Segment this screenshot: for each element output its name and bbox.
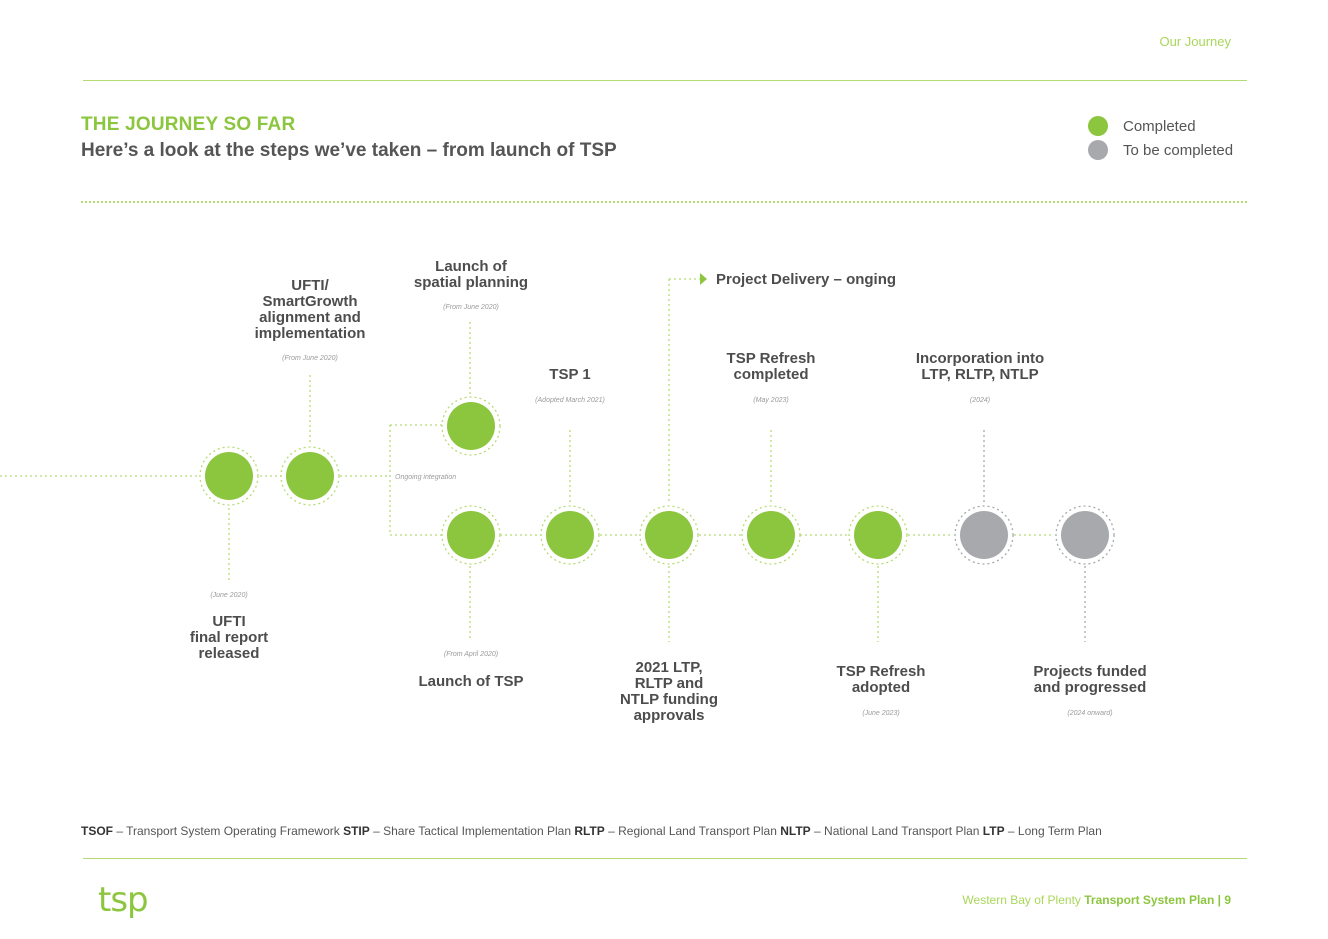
milestone-node-pending bbox=[1055, 505, 1115, 565]
footnote-abbr: LTP bbox=[982, 824, 1005, 838]
pending-legend-dot bbox=[1088, 140, 1108, 160]
footnote-text: – National Land Transport Plan bbox=[810, 824, 983, 838]
footnote-text: – Long Term Plan bbox=[1004, 824, 1102, 838]
milestone-node bbox=[199, 446, 259, 506]
delivery-label: Project Delivery – onging bbox=[716, 271, 897, 288]
milestone-label: UFTI final report released bbox=[189, 613, 269, 662]
milestone-date: (June 2020) bbox=[210, 592, 248, 599]
page-subtitle: Here’s a look at the steps we’ve taken –… bbox=[81, 140, 617, 161]
milestone-label: TSP Refresh completed bbox=[726, 350, 816, 383]
milestone-node bbox=[540, 505, 600, 565]
milestone-date: (Adopted March 2021) bbox=[535, 397, 605, 404]
page-title: THE JOURNEY SO FAR bbox=[81, 114, 296, 135]
footer-title: Western Bay of Plenty Transport System P… bbox=[962, 893, 1231, 907]
pending-legend-label: To be completed bbox=[1123, 142, 1234, 159]
integration-label: Ongoing integration bbox=[395, 474, 457, 481]
milestone-date: (From April 2020) bbox=[443, 651, 499, 658]
section-label: Our Journey bbox=[1159, 34, 1231, 49]
footer-plan-title: Transport System Plan bbox=[1084, 893, 1215, 907]
milestone-node bbox=[280, 446, 340, 506]
milestone-label: UFTI/ SmartGrowth alignment and implemen… bbox=[254, 277, 366, 342]
milestone-date: (From June 2020) bbox=[282, 355, 338, 362]
milestone-date: (2024 onward) bbox=[1067, 710, 1113, 717]
footnote-text: – Share Tactical Implementation Plan bbox=[369, 824, 575, 838]
milestone-date: (2024) bbox=[969, 397, 991, 404]
completed-legend-dot bbox=[1088, 116, 1108, 136]
heading-divider bbox=[81, 201, 1247, 203]
milestone-node bbox=[441, 396, 501, 456]
footnote-text: – Regional Land Transport Plan bbox=[604, 824, 781, 838]
milestone-node bbox=[848, 505, 908, 565]
milestone-label: Launch of TSP bbox=[418, 673, 524, 690]
footnote-abbr: TSOF bbox=[81, 824, 113, 838]
header-rule bbox=[83, 80, 1247, 81]
completed-legend-label: Completed bbox=[1123, 118, 1196, 135]
page-number: | 9 bbox=[1214, 893, 1231, 907]
footnote-abbr: RLTP bbox=[574, 824, 605, 838]
milestone-node bbox=[741, 505, 801, 565]
milestone-label: TSP 1 bbox=[549, 366, 591, 383]
footer-rule bbox=[83, 858, 1247, 859]
milestone-label: 2021 LTP, RLTP and NTLP funding approval… bbox=[619, 659, 719, 724]
milestone-date: (From June 2020) bbox=[443, 304, 499, 311]
milestone-date: (May 2023) bbox=[753, 397, 789, 404]
milestone-date: (June 2023) bbox=[862, 710, 900, 717]
milestone-label: Incorporation into LTP, RLTP, NTLP bbox=[915, 350, 1045, 383]
milestone-node bbox=[441, 505, 501, 565]
milestone-label: Launch of spatial planning bbox=[413, 258, 529, 291]
milestone-label: Projects funded and progressed bbox=[1033, 663, 1147, 696]
footer-prefix: Western Bay of Plenty bbox=[962, 893, 1085, 907]
footnote-abbr: NLTP bbox=[780, 824, 811, 838]
milestone-label: TSP Refresh adopted bbox=[836, 663, 926, 696]
milestone-node bbox=[639, 505, 699, 565]
footnote-abbr: STIP bbox=[343, 824, 370, 838]
milestone-node-pending bbox=[954, 505, 1014, 565]
abbreviations-footnote: TSOF – Transport System Operating Framew… bbox=[81, 824, 1102, 838]
footnote-text: – Transport System Operating Framework bbox=[113, 824, 344, 838]
tsp-logo: tsp bbox=[98, 880, 149, 920]
